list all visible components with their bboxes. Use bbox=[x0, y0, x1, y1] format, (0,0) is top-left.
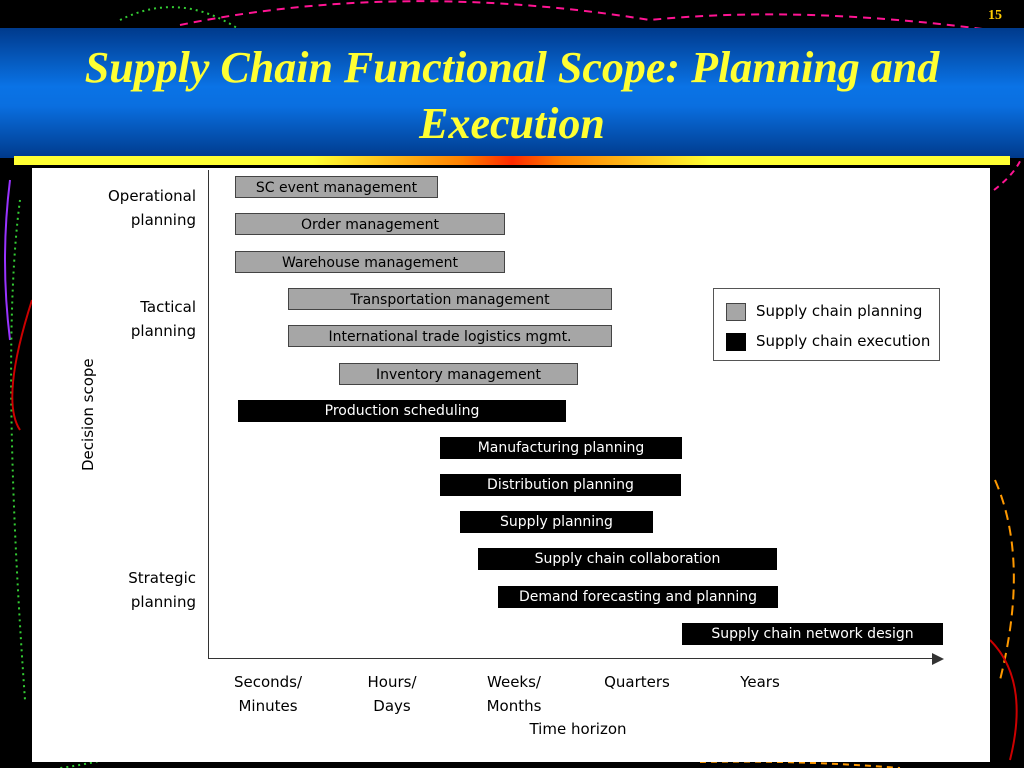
function-bar-sc-event-management: SC event management bbox=[235, 176, 438, 198]
title-band bbox=[0, 28, 1024, 158]
x-axis-line bbox=[208, 658, 936, 659]
function-bar-demand-forecasting: Demand forecasting and planning bbox=[498, 586, 778, 608]
legend-swatch-planning bbox=[726, 302, 746, 321]
x-axis-arrowhead bbox=[932, 653, 944, 665]
slide-number: 15 bbox=[988, 8, 1002, 23]
x-tick-seconds-minutes: Seconds/ Minutes bbox=[233, 673, 303, 715]
x-axis-title: Time horizon bbox=[529, 720, 627, 738]
x-tick-weeks-months: Weeks/ Months bbox=[486, 673, 542, 715]
y-axis-line bbox=[208, 170, 209, 659]
title-underline bbox=[14, 156, 1010, 165]
y-level-tactical: Tactical planning bbox=[130, 298, 196, 340]
slide-title: Supply Chain Functional Scope: Planning … bbox=[84, 43, 940, 148]
function-bar-warehouse-management: Warehouse management bbox=[235, 251, 505, 273]
function-bar-distribution-planning: Distribution planning bbox=[440, 474, 681, 496]
y-axis-title: Decision scope bbox=[79, 358, 97, 471]
function-bar-manufacturing-planning: Manufacturing planning bbox=[440, 437, 682, 459]
x-tick-hours-days: Hours/ Days bbox=[367, 673, 417, 715]
function-bar-inventory-management: Inventory management bbox=[339, 363, 578, 385]
function-bar-transportation-management: Transportation management bbox=[288, 288, 612, 310]
function-bar-supply-planning: Supply planning bbox=[460, 511, 653, 533]
y-level-strategic: Strategic planning bbox=[128, 569, 196, 611]
function-bar-production-scheduling: Production scheduling bbox=[238, 400, 566, 422]
function-bar-order-management: Order management bbox=[235, 213, 505, 235]
legend-item-execution: Supply chain execution bbox=[726, 331, 930, 351]
diagram-panel bbox=[32, 168, 990, 762]
function-bar-network-design: Supply chain network design bbox=[682, 623, 943, 645]
legend-swatch-execution bbox=[726, 332, 746, 351]
y-level-operational: Operational planning bbox=[107, 187, 196, 229]
x-tick-quarters: Quarters bbox=[604, 673, 670, 691]
x-tick-years: Years bbox=[740, 673, 780, 691]
legend-label-planning: Supply chain planning bbox=[756, 302, 923, 320]
function-bar-supply-chain-collaboration: Supply chain collaboration bbox=[478, 548, 777, 570]
legend-label-execution: Supply chain execution bbox=[756, 332, 931, 350]
function-bar-international-trade-logistics: International trade logistics mgmt. bbox=[288, 325, 612, 347]
legend-item-planning: Supply chain planning bbox=[726, 301, 922, 321]
legend: Supply chain planning Supply chain execu… bbox=[713, 288, 940, 361]
